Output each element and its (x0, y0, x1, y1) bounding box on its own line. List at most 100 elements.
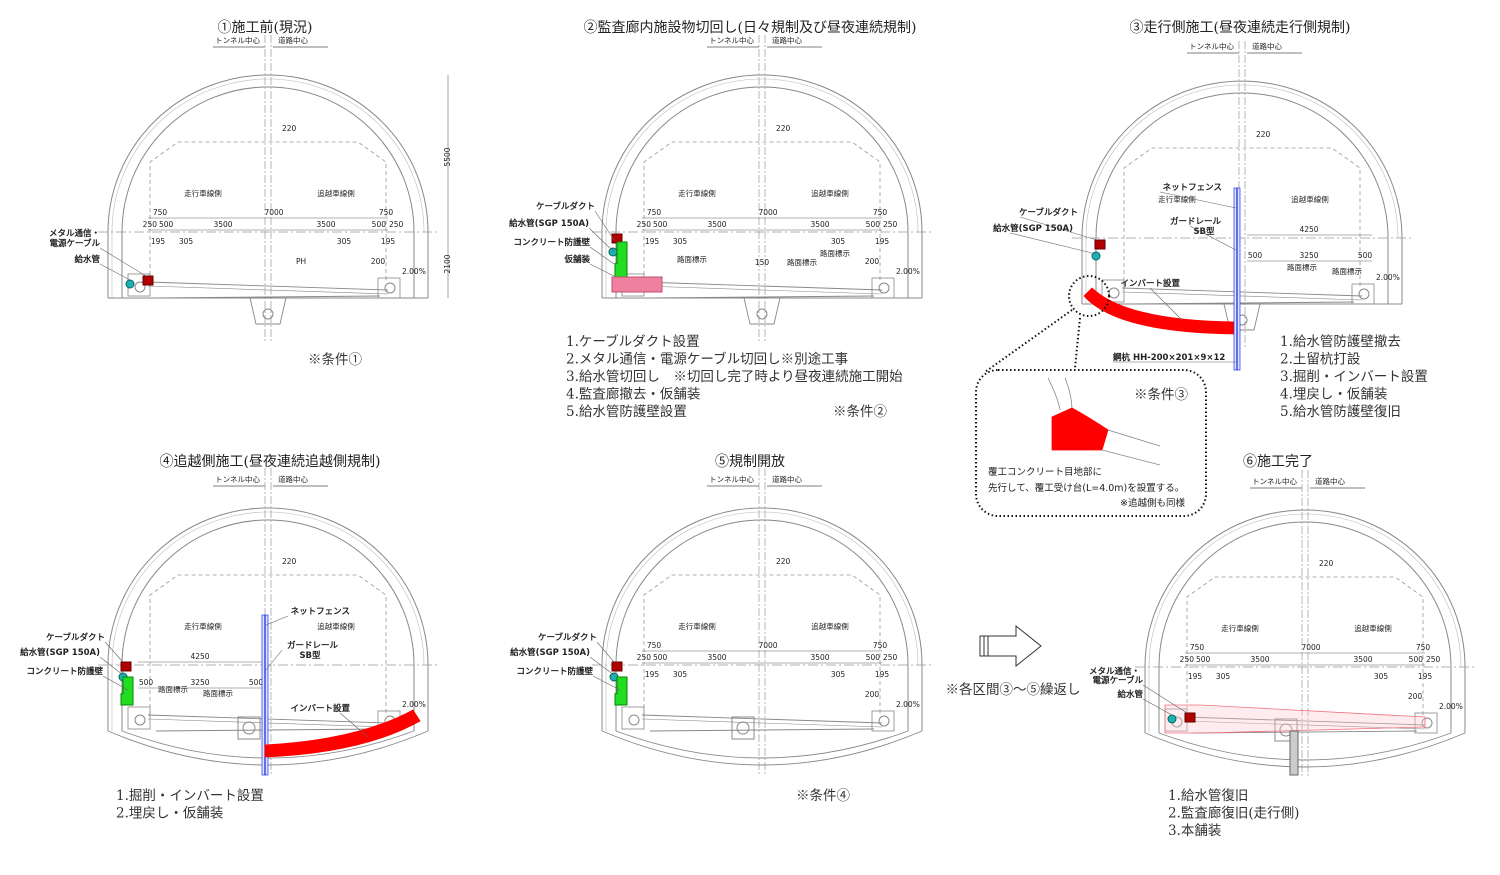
repeat-note: ※各区間③～⑤繰返し (946, 682, 1081, 698)
callout-text-line: 覆工コンクリート目地部に (988, 466, 1102, 478)
dim-2100: 2100 (443, 254, 452, 273)
dimension-1: 7000 (1301, 643, 1320, 652)
dimension-11: 305 (337, 237, 352, 246)
cross-slope-label: 2.00% (1439, 702, 1463, 711)
dimension-0: 750 (647, 641, 662, 650)
label-water-pipe: 給水管 (1117, 689, 1143, 700)
work-step-5: 5.給水管防護壁復旧 (1280, 403, 1401, 420)
dim-220: 220 (1319, 559, 1334, 568)
panel-title: ②監査廊内施設物切回し(日々規制及び昼夜連続規制) (584, 19, 917, 36)
lane-label-driving: 走行車線側 (184, 188, 222, 198)
central-drain-pipe (736, 721, 750, 735)
label-2: コンクリート防護壁 (513, 237, 590, 248)
dimension-5: 3500 (1250, 655, 1269, 664)
dimension-5: 3500 (707, 220, 726, 229)
cross-slope-label: 2.00% (402, 267, 426, 276)
lane-label-driving: 走行車線側 (678, 188, 716, 198)
tunnel-lining-outer (601, 507, 923, 731)
leader-line (1142, 698, 1173, 716)
condition-2: ※条件② (833, 403, 887, 420)
dimension-6: 3500 (1353, 655, 1372, 664)
work-step-2: 2.メタル通信・電源ケーブル切回し※別途工事 (566, 351, 848, 368)
right-curb-box (1351, 283, 1375, 305)
lane-label-passing: 追越車線側 (811, 621, 849, 631)
leader-line (1189, 225, 1237, 251)
dimension-6: 3500 (810, 653, 829, 662)
label-guardrail: ガードレール (287, 640, 339, 651)
callout-bearing-block (1051, 407, 1109, 451)
tunnel-lining-outer (107, 74, 429, 298)
drain-pipe-left (134, 281, 146, 293)
leader-line (1009, 232, 1097, 255)
dimension-3: 250 (637, 220, 652, 229)
central-drain-box (731, 716, 755, 740)
label-concrete-wall: コンクリート防護壁 (516, 666, 593, 677)
lane-label-passing: 追越車線側 (317, 188, 355, 198)
work-step-3: 3.本舗装 (1168, 823, 1221, 839)
cable-duct (1184, 712, 1196, 723)
dimension-2: 750 (1416, 643, 1431, 652)
dimension-2: 750 (379, 208, 394, 217)
road-center-label: 道路中心 (278, 35, 308, 45)
leader-line (589, 263, 615, 277)
clearance-limit (643, 141, 881, 282)
pile-remnant (1289, 730, 1299, 776)
label-sb-type: SB型 (1193, 226, 1215, 237)
label-concrete-wall: コンクリート防護壁 (26, 666, 103, 677)
leader-line (588, 227, 615, 253)
panel-4: ④追越側施工(昼夜連続追越側規制)トンネル中心道路中心2202.00%走行車線側… (20, 453, 438, 822)
label-metal-cable: メタル通信・ (1089, 666, 1140, 677)
tunnel-lining-inner (121, 86, 415, 298)
leader-line (1149, 287, 1183, 321)
panel-2: ②監査廊内施設物切回し(日々規制及び昼夜連続規制)トンネル中心道路中心2202.… (509, 19, 932, 420)
dimension-12: 195 (381, 237, 396, 246)
cross-slope-label: 2.00% (1376, 273, 1400, 282)
label-net-fence: ネットフェンス (291, 606, 350, 617)
road-marking-label: 路面標示 (820, 248, 850, 258)
dimension-9: 195 (645, 670, 660, 679)
leader-line (339, 712, 369, 738)
panel-title: ⑤規制開放 (715, 454, 785, 470)
water-pipe (125, 279, 135, 289)
road-marking-label: 路面標示 (158, 684, 188, 694)
tunnel-center-label: トンネル中心 (709, 474, 754, 484)
dimension-7: 500 (866, 653, 881, 662)
tunnel-center-label: トンネル中心 (1252, 476, 1297, 486)
lane-label-passing: 追越車線側 (317, 621, 355, 631)
dimension-0: 750 (647, 208, 662, 217)
dimension-3: 250 (1180, 655, 1195, 664)
central-drain (743, 297, 781, 325)
dimension-5: 3500 (707, 653, 726, 662)
clearance-limit (1186, 576, 1424, 717)
dimension-11: 305 (1374, 672, 1389, 681)
dim-220: 220 (776, 124, 791, 133)
dimension-12: 195 (1418, 672, 1433, 681)
water-pipe (1091, 251, 1101, 261)
panel-title: ⑥施工完了 (1243, 454, 1313, 470)
invert-inner (615, 730, 909, 759)
dimension-12: 195 (875, 237, 890, 246)
dimension-0: 750 (1190, 643, 1205, 652)
condition-4: ※条件④ (796, 787, 850, 804)
lane-label-driving: 走行車線側 (1158, 194, 1196, 204)
leader-line (102, 675, 129, 691)
road-marking-label: 路面標示 (677, 254, 707, 264)
drain-pipe-right (1358, 288, 1370, 300)
label-invert: インバート設置 (290, 703, 350, 714)
dimension-8: 250 (389, 220, 404, 229)
dimension-8: 250 (1426, 655, 1441, 664)
lane-label-driving: 走行車線側 (1221, 623, 1259, 633)
tunnel-lining-mid (605, 78, 919, 298)
right-arrow-icon (979, 624, 1042, 668)
dimension-4: 500 (1196, 655, 1211, 664)
drain-pipe-right (384, 282, 396, 294)
dimension-8: 250 (883, 220, 898, 229)
dimension-10: 305 (1216, 672, 1231, 681)
dimension-1: 7000 (758, 208, 777, 217)
label-sb-type: SB型 (299, 650, 321, 661)
leader-line (99, 656, 124, 676)
leader-line (99, 263, 131, 281)
cable-duct (611, 661, 623, 672)
